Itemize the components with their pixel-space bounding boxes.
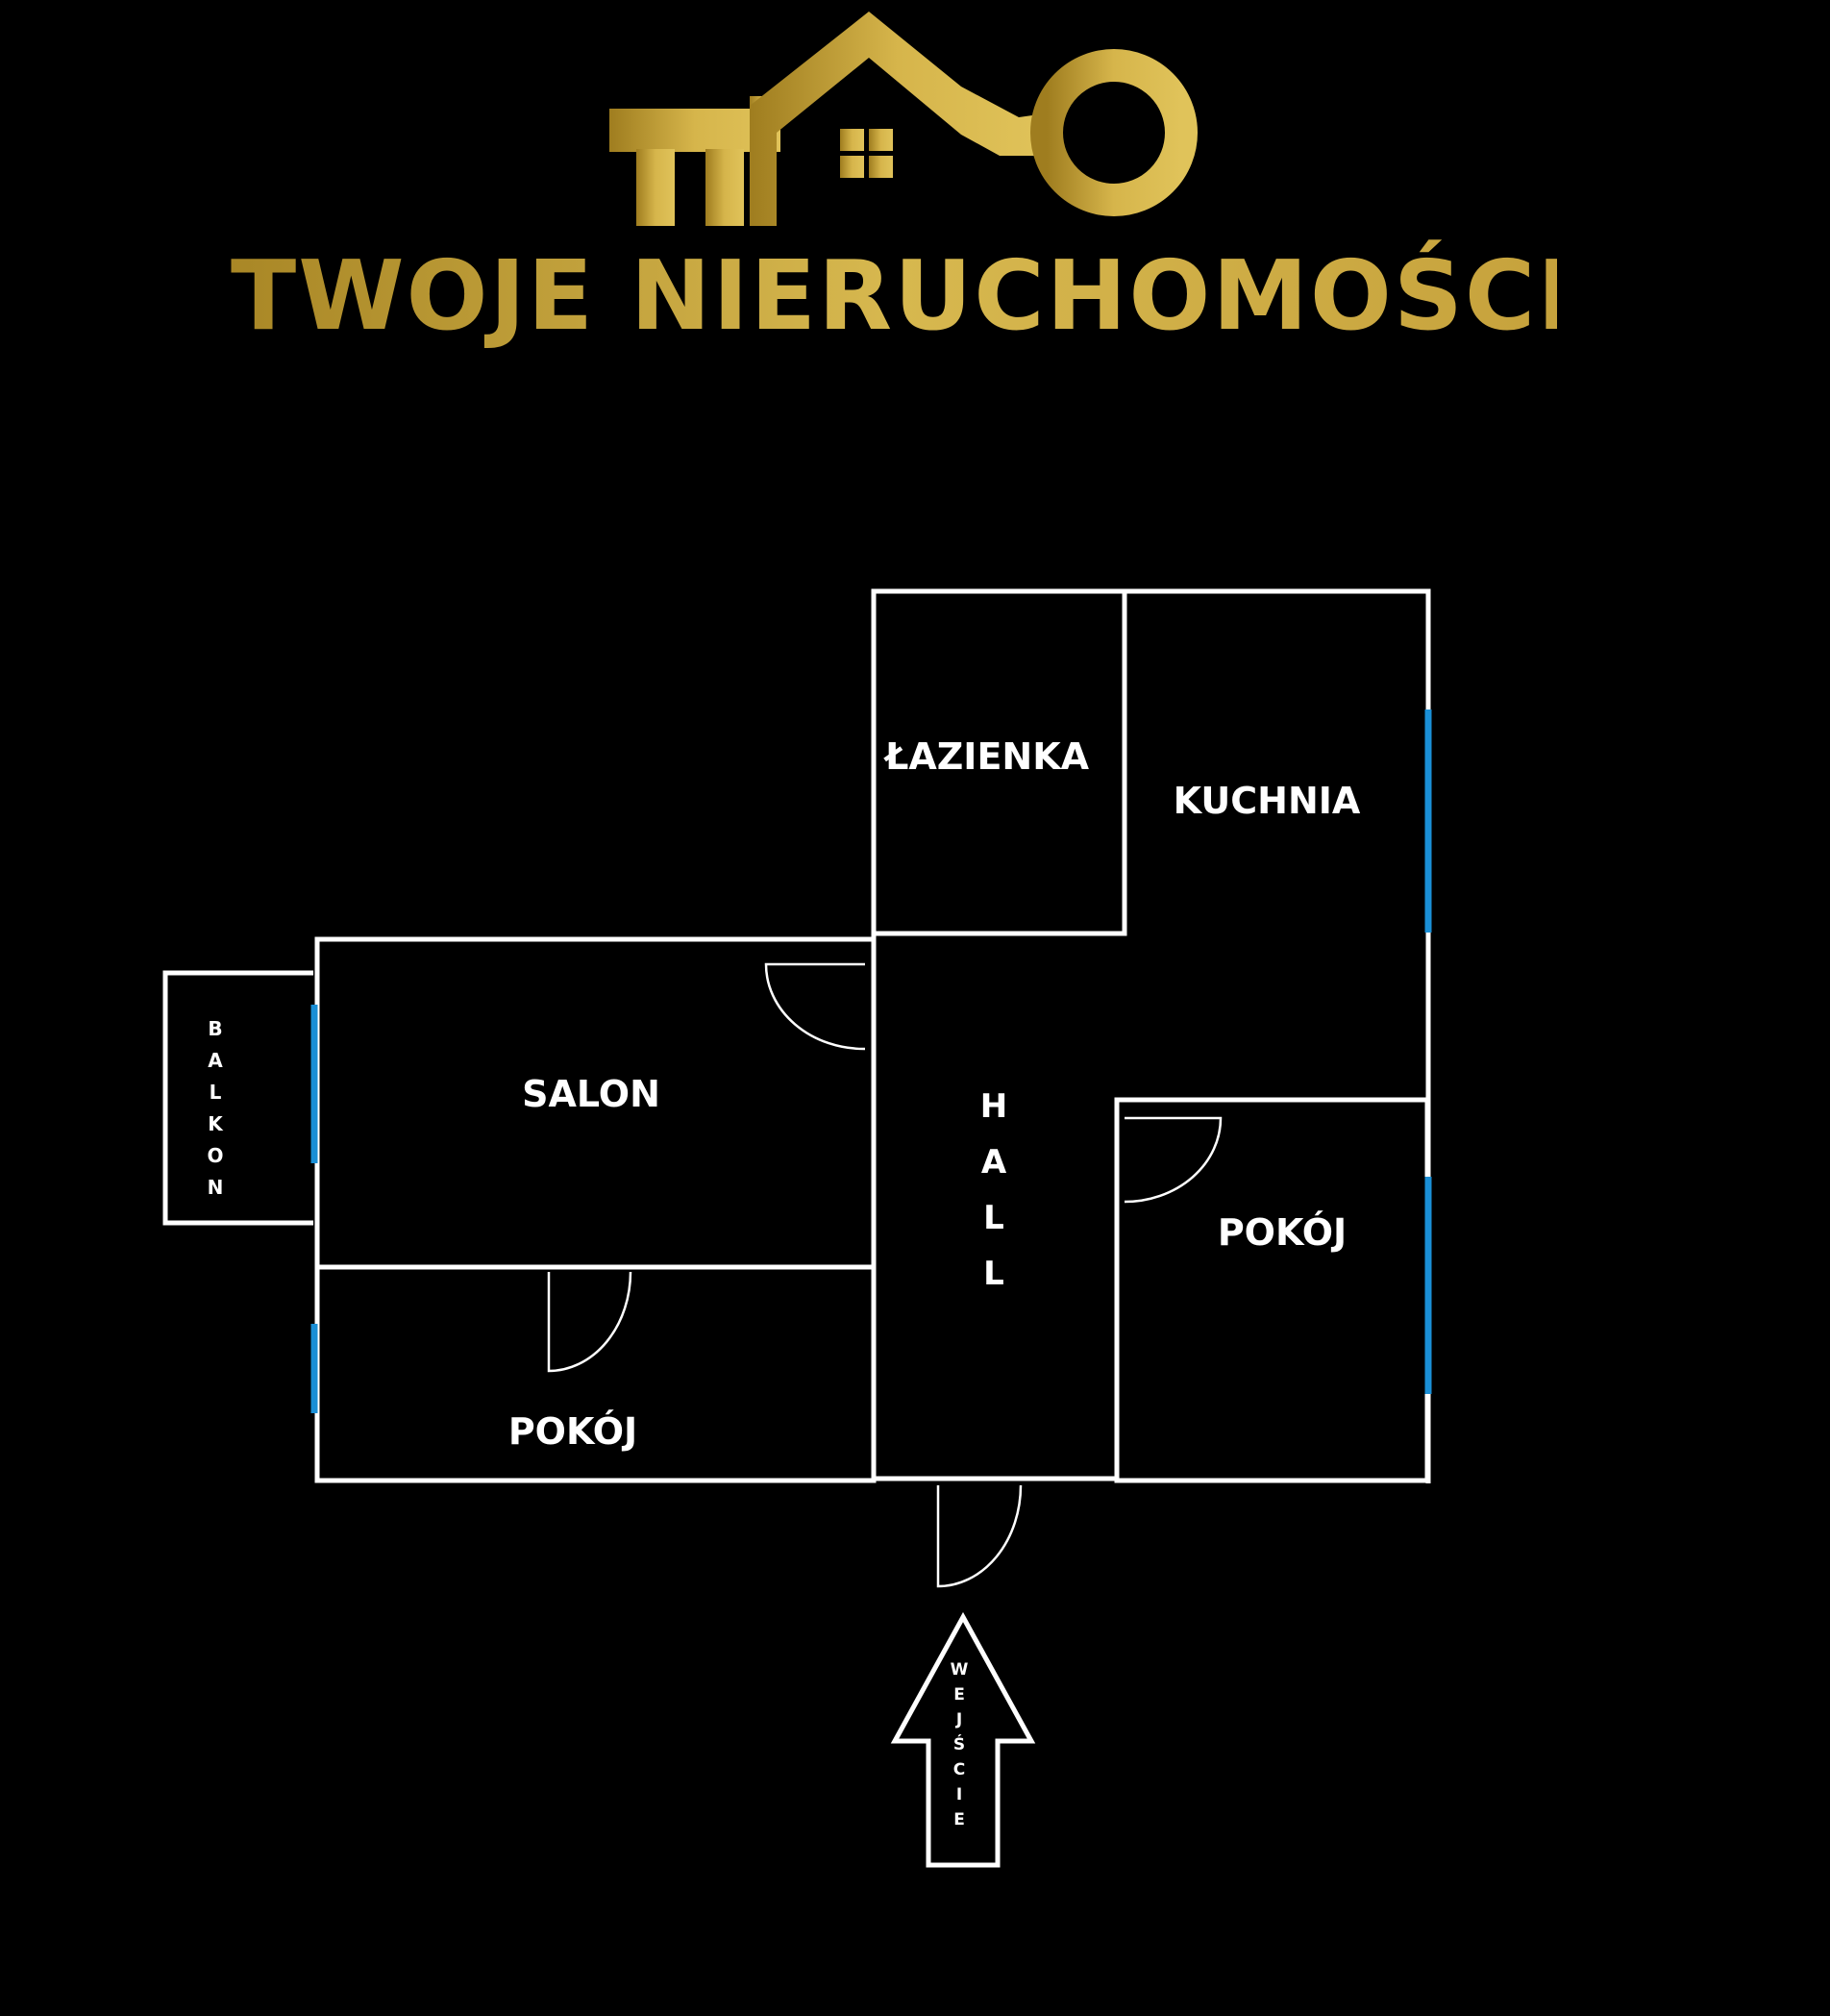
entrance-arrow-icon <box>890 1611 1036 1868</box>
house-key-logo-icon <box>609 12 1198 226</box>
vertical-label-char: E <box>953 1810 965 1829</box>
brand-name: TWOJE NIERUCHOMOŚCI <box>231 239 1575 352</box>
bedroom-right <box>1114 1097 1430 1483</box>
vertical-label-char: O <box>207 1144 224 1167</box>
vertical-label-char: A <box>208 1049 223 1072</box>
vertical-label-char: I <box>955 1785 963 1804</box>
logo-roof-icon <box>750 12 1046 226</box>
bedroom-right-label: POKÓJ <box>1217 1211 1348 1254</box>
bathroom-room <box>871 588 1127 936</box>
vertical-label-char: L <box>983 1255 1004 1293</box>
bedroom-bottom-left-door <box>547 1271 632 1373</box>
vertical-label-char: N <box>207 1176 224 1199</box>
entrance-door <box>936 1484 1023 1588</box>
logo-house-window-icon <box>840 129 893 178</box>
vertical-label-char: E <box>953 1685 965 1705</box>
vertical-label-char: L <box>209 1081 222 1104</box>
vertical-label-char: K <box>208 1112 223 1135</box>
vertical-label-char: W <box>950 1660 969 1680</box>
vertical-label-char: H <box>979 1087 1008 1126</box>
bedroom-bottom-left-label: POKÓJ <box>507 1410 638 1453</box>
living-room-label: SALON <box>522 1073 660 1115</box>
vertical-label-char: J <box>955 1710 963 1730</box>
vertical-label-char: A <box>980 1143 1007 1182</box>
balcony <box>162 970 313 1226</box>
vertical-label-char: C <box>952 1760 966 1780</box>
kitchen-label: KUCHNIA <box>1173 780 1361 822</box>
bedroom-right-door <box>1124 1116 1223 1204</box>
vertical-label-char: L <box>983 1199 1004 1237</box>
vertical-label-char: Ś <box>952 1735 966 1755</box>
key-ring-icon <box>1030 49 1198 216</box>
bathroom-label: ŁAZIENKA <box>884 735 1090 778</box>
living-room-door <box>764 962 866 1051</box>
kitchen-room <box>1125 588 1431 1097</box>
vertical-label-char: B <box>208 1017 223 1040</box>
